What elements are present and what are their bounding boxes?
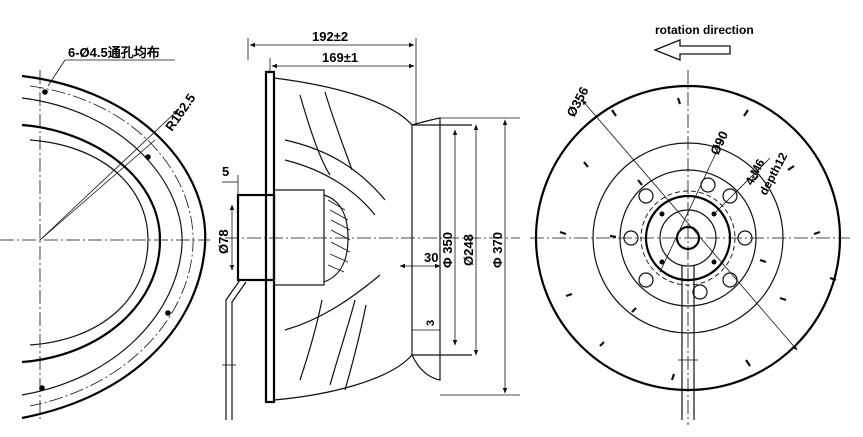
motor-flange (236, 193, 276, 282)
thread-leader (713, 157, 771, 215)
flange-outer-edge (21, 74, 207, 420)
radius-label: R162.5 (162, 91, 198, 134)
mount-hole-4 (39, 385, 45, 391)
hub-hole-4 (722, 272, 738, 288)
dim-248-label: Ø248 (461, 234, 476, 266)
blade-7 (344, 304, 367, 391)
rotation-arrow-icon (653, 39, 731, 61)
impeller-diameter-leader (581, 99, 798, 351)
hub-bolt-circle-label: Ø90 (707, 129, 731, 158)
inlet-ring (411, 117, 441, 381)
hub-diameter-leader (659, 139, 723, 273)
impeller-diameter-label: Ø356 (563, 84, 591, 119)
overall-length-label: 192±2 (312, 29, 348, 44)
mount-hole-3 (165, 310, 171, 316)
hole-leader (39, 139, 156, 241)
cable-inner (231, 281, 247, 420)
blade-1 (299, 94, 331, 176)
dim-350-label: Φ 350 (440, 232, 455, 268)
holes-leader (47, 59, 66, 87)
cable-outer (225, 279, 241, 420)
blade-8 (284, 274, 381, 331)
body-length-label: 169±1 (322, 50, 358, 65)
hub-hole-3 (638, 272, 654, 288)
motor-body (273, 189, 325, 286)
blade-2 (324, 91, 353, 171)
flange-inner-edge (21, 97, 183, 396)
blade-5 (299, 299, 323, 381)
rotation-label: rotation direction (655, 23, 754, 37)
thread-hole-4 (711, 259, 717, 265)
dim-5-label: 5 (222, 164, 229, 179)
mount-hole-2 (145, 154, 151, 160)
side-view: 192±2 169±1 (216, 29, 520, 420)
dim-3-label: 3 (425, 320, 437, 326)
rotor-fins (327, 199, 351, 273)
flange-opening (21, 123, 162, 364)
opening-inner-ring (29, 139, 149, 346)
bolt-circle-line (29, 85, 194, 407)
hub-diameter-label: Ø78 (216, 229, 231, 254)
hub-hole-1 (638, 188, 654, 204)
impeller-shroud (273, 77, 413, 401)
blade-4 (284, 159, 376, 216)
holes-label: 6-Ø4.5通孔均布 (68, 45, 160, 60)
dim-370-label: Φ 370 (490, 232, 505, 268)
dim-30-label: 30 (424, 250, 438, 265)
rotor-cap (323, 194, 349, 283)
mount-plate (264, 70, 276, 404)
rear-view: rotation direction (530, 23, 850, 425)
hub-hole-8 (692, 284, 708, 300)
hub-hole-2 (722, 188, 738, 204)
front-flange-view: 6-Ø4.5通孔均布 R162.5 (0, 45, 210, 420)
blade-3 (284, 139, 386, 201)
blade-6 (329, 299, 356, 386)
radius-leader (39, 109, 179, 241)
thread-hole-1 (659, 211, 665, 217)
mount-hole-1 (42, 89, 48, 95)
